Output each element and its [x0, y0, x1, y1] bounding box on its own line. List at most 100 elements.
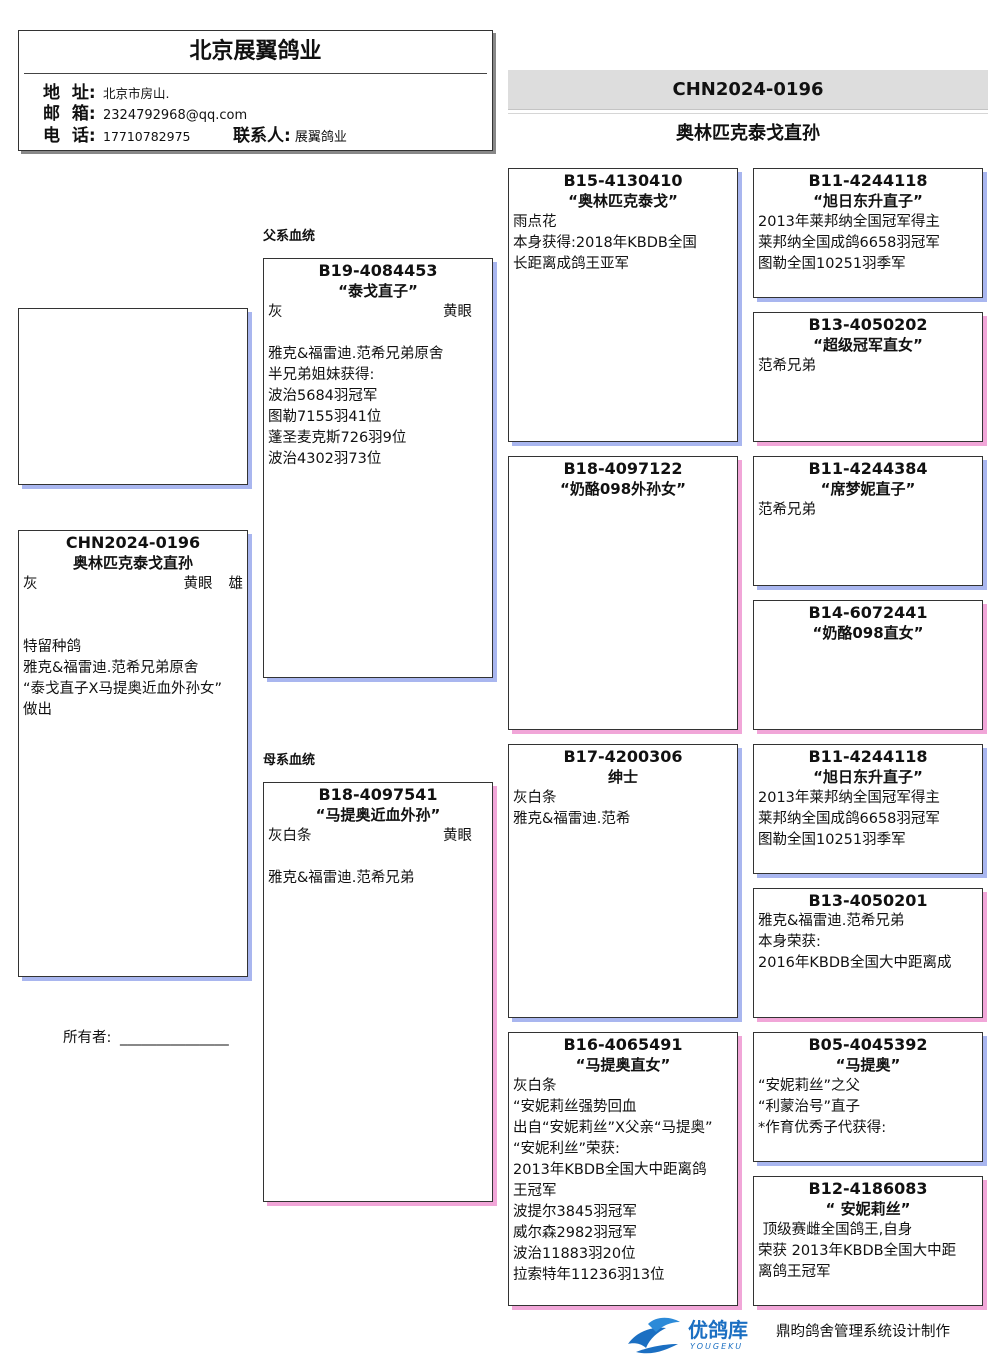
sire-color: 灰 [268, 304, 283, 320]
address-value: 北京市房山. [103, 86, 170, 101]
sire-line: 半兄弟姐妹获得: [268, 367, 375, 383]
ggp-line: 本身荣获: [758, 934, 821, 950]
ggp-name: “奶酪098直女” [812, 624, 924, 642]
ggp-name: “旭日东升直子” [813, 768, 923, 786]
gp-line: 王冠军 [513, 1183, 557, 1199]
ggp-line: 图勒全国10251羽季军 [758, 256, 906, 272]
sire-line: 波治5684羽冠军 [268, 388, 378, 404]
owner-blank-line: _______________ [120, 1030, 229, 1046]
header-card: 北京展翼鸽业 地 址: 北京市房山. 邮 箱: 2324792968@qq.co… [18, 30, 493, 151]
ggp-line: 范希兄弟 [758, 502, 816, 518]
email-label: 邮 箱: [43, 104, 96, 124]
ggp-line: 2016年KBDB全国大中距离成 [758, 955, 952, 971]
ggp-line: 2013年莱邦纳全国冠军得主 [758, 214, 940, 230]
phone-value: 17710782975 [103, 129, 191, 144]
phone-label: 电 话: [43, 126, 96, 146]
footer: 优鸽库 YOUGEKU 鼎昀鸽舍管理系统设计制作 [622, 1312, 992, 1360]
ggp-name: “ 安妮莉丝” [825, 1200, 911, 1218]
ggp-line: 图勒全国10251羽季军 [758, 832, 906, 848]
subject-line: “泰戈直子X马提奥近血外孙女” [23, 681, 222, 697]
gp-line: 灰白条 [513, 1078, 557, 1094]
ggp-line: “安妮莉丝”之父 [758, 1078, 861, 1094]
ggp-ring: B12-4186083 [808, 1179, 928, 1198]
gp-ring: B17-4200306 [563, 747, 683, 766]
grandparent-card: B18-4097122 “奶酪098外孙女” [508, 456, 738, 730]
ggp-line: 离鸽王冠军 [758, 1264, 831, 1280]
great-grandparent-card: B14-6072441 “奶酪098直女” [753, 600, 983, 730]
gp-line: “安妮利丝”荣获: [513, 1141, 620, 1157]
ggp-ring: B13-4050201 [808, 891, 928, 910]
ggp-line: 荣获 2013年KBDB全国大中距 [758, 1243, 957, 1259]
subject-ring: CHN2024-0196 [65, 533, 201, 552]
header-divider [24, 73, 487, 74]
great-grandparent-card: B11-4244118 “旭日东升直子” 2013年莱邦纳全国冠军得主 莱邦纳全… [753, 744, 983, 874]
subject-eye: 黄眼 [183, 576, 213, 592]
great-grandparent-card: B05-4045392 “马提奥” “安妮莉丝”之父 “利蒙治号”直子 *作育优… [753, 1032, 983, 1162]
dam-card: B18-4097541 “马提奥近血外孙” 灰白条 黄眼 雅克&福雷迪.范希兄弟 [263, 782, 493, 1202]
subject-name: 奥林匹克泰戈直孙 [72, 554, 193, 572]
dam-ring: B18-4097541 [318, 785, 438, 804]
gp-ring: B15-4130410 [563, 171, 683, 190]
ggp-name: “旭日东升直子” [813, 192, 923, 210]
gp-name: “奥林匹克泰戈” [568, 192, 678, 210]
title-underline [508, 113, 988, 114]
sire-eye: 黄眼 [443, 304, 472, 320]
sire-line-label: 父系血统 [263, 229, 316, 244]
gp-line: 灰白条 [513, 790, 557, 806]
gp-line: 雅克&福雷迪.范希 [513, 811, 631, 827]
dam-line-label: 母系血统 [263, 753, 316, 768]
gp-line: 长距离成鸽王亚军 [513, 256, 629, 272]
gp-line: 拉索特年11236羽13位 [513, 1267, 665, 1283]
contact-value: 展翼鸽业 [294, 130, 347, 145]
ggp-ring: B05-4045392 [808, 1035, 928, 1054]
dam-color: 灰白条 [268, 828, 312, 844]
contact-label: 联系人: [233, 126, 291, 146]
dam-line: 雅克&福雷迪.范希兄弟 [268, 870, 415, 886]
great-grandparent-card: B11-4244118 “旭日东升直子” 2013年莱邦纳全国冠军得主 莱邦纳全… [753, 168, 983, 298]
dam-name: “马提奥近血外孙” [315, 806, 441, 824]
dam-eye: 黄眼 [443, 828, 472, 844]
gp-ring: B18-4097122 [563, 459, 683, 478]
ggp-name: “马提奥” [835, 1056, 901, 1074]
great-grandparent-card: B12-4186083 “ 安妮莉丝” 顶级赛雌全国鸽王,自身 荣获 2013年… [753, 1176, 983, 1306]
title-ring: CHN2024-0196 [672, 79, 824, 100]
ggp-ring: B11-4244118 [808, 171, 928, 190]
gp-line: 波提尔3845羽冠军 [513, 1204, 637, 1220]
company-name: 北京展翼鸽业 [189, 39, 322, 64]
ggp-line: 莱邦纳全国成鸽6658羽冠军 [758, 235, 940, 251]
gp-line: “安妮莉丝强势回血 [513, 1099, 637, 1115]
ggp-ring: B14-6072441 [808, 603, 928, 622]
sire-name: “泰戈直子” [338, 282, 418, 300]
gp-line: 波治11883羽20位 [513, 1246, 636, 1262]
ggp-ring: B11-4244384 [808, 459, 928, 478]
ggp-ring: B11-4244118 [808, 747, 928, 766]
ggp-line: 范希兄弟 [758, 358, 816, 374]
subject-card: CHN2024-0196 奥林匹克泰戈直孙 灰 黄眼 雄 特留种鸽 雅克&福雷迪… [18, 530, 248, 977]
owner-row: 所有者: _______________ [63, 1028, 229, 1048]
owner-label: 所有者: [63, 1030, 112, 1046]
ggp-line: 莱邦纳全国成鸽6658羽冠军 [758, 811, 940, 827]
logo-text-cn: 优鸽库 [688, 1318, 748, 1342]
email-value: 2324792968@qq.com [103, 108, 248, 123]
gp-line: 威尔森2982羽冠军 [513, 1225, 637, 1241]
sire-card: B19-4084453 “泰戈直子” 灰 黄眼 雅克&福雷迪.范希兄弟原舍 半兄… [263, 258, 493, 678]
logo-text-en: YOUGEKU [690, 1342, 744, 1351]
grandparent-card: B17-4200306 绅士 灰白条 雅克&福雷迪.范希 [508, 744, 738, 1018]
subject-line: 做出 [23, 702, 52, 718]
subject-line: 特留种鸽 [23, 639, 81, 655]
title-ring-bar: CHN2024-0196 [508, 70, 988, 110]
sire-line: 蓬圣麦克斯726羽9位 [268, 430, 407, 446]
subject-line: 雅克&福雷迪.范希兄弟原舍 [23, 660, 199, 676]
ggp-name: “超级冠军直女” [813, 336, 923, 354]
gp-line: 雨点花 [513, 214, 557, 230]
great-grandparent-card: B11-4244384 “席梦妮直子” 范希兄弟 [753, 456, 983, 586]
gp-name: “奶酪098外孙女” [559, 480, 687, 498]
gp-name: 绅士 [607, 768, 638, 786]
subject-sex: 雄 [228, 576, 244, 592]
gp-ring: B16-4065491 [563, 1035, 683, 1054]
ggp-ring: B13-4050202 [808, 315, 928, 334]
sire-line: 雅克&福雷迪.范希兄弟原舍 [268, 346, 444, 362]
grandparent-card: B16-4065491 “马提奥直女” 灰白条 “安妮莉丝强势回血 出自“安妮莉… [508, 1032, 738, 1306]
sire-ring: B19-4084453 [318, 261, 438, 280]
subject-color: 灰 [23, 576, 38, 592]
